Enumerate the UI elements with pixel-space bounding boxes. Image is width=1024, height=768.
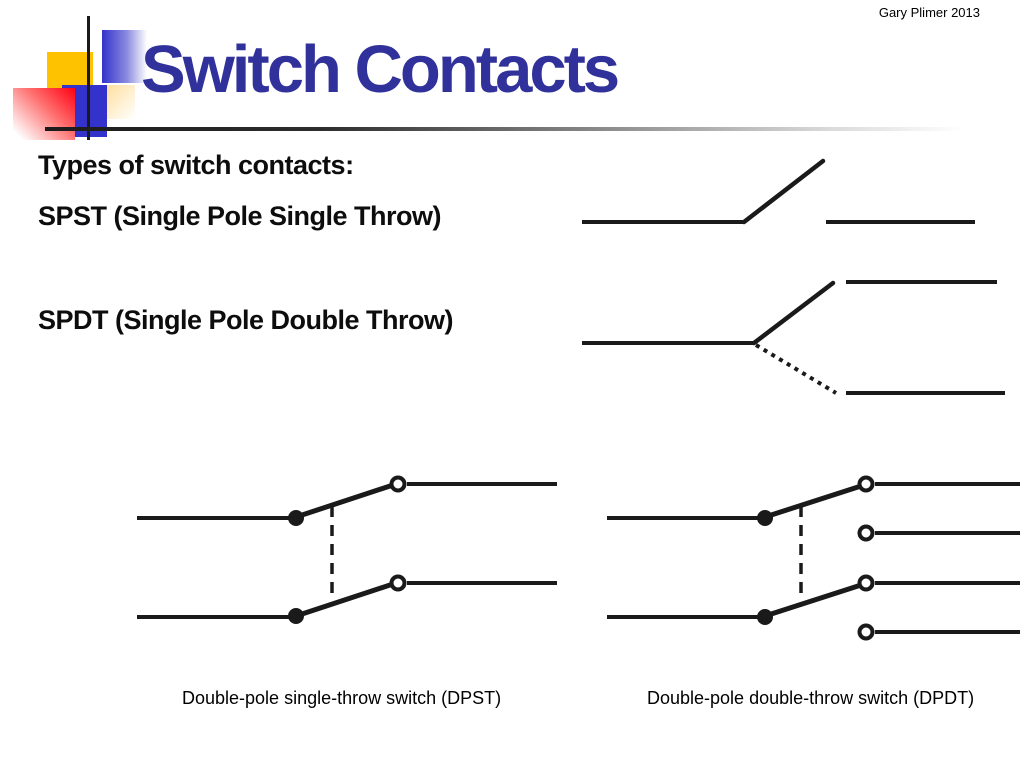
dpst-diagram xyxy=(137,475,557,624)
spdt-lever-closed xyxy=(751,280,836,346)
dpst-pole2-contact-circle xyxy=(389,574,407,592)
slide-title: Switch Contacts xyxy=(141,32,620,107)
spst-lever xyxy=(741,158,826,225)
dpst-caption: Double-pole single-throw switch (DPST) xyxy=(182,688,502,708)
spst-label: SPST (Single Pole Single Throw) xyxy=(38,201,442,231)
dpdt-contact4-circle xyxy=(857,623,875,641)
spdt-lever-open-dotted xyxy=(754,343,838,395)
dpst-pole1-pivot-dot xyxy=(288,510,304,526)
dpdt-contact2-circle xyxy=(857,524,875,542)
spdt-symbol xyxy=(582,280,1005,395)
dpdt-pole2-pivot-dot xyxy=(757,609,773,625)
dpst-pole2-pivot-dot xyxy=(288,608,304,624)
decor-red-gradient-square xyxy=(13,88,75,140)
dpdt-pole1-lever xyxy=(762,484,861,520)
title-divider-rule xyxy=(45,127,965,131)
dpdt-contact3-circle xyxy=(857,574,875,592)
dpdt-pole1-pivot-dot xyxy=(757,510,773,526)
dpdt-caption: Double-pole double-throw switch (DPDT) xyxy=(647,688,975,708)
intro-text: Types of switch contacts: xyxy=(38,150,354,180)
dpdt-pole2-lever xyxy=(762,583,861,619)
dpdt-contact1-circle xyxy=(857,475,875,493)
dpst-pole2-lever xyxy=(293,582,393,619)
attribution-text: Gary Plimer 2013 xyxy=(878,5,980,20)
spdt-label: SPDT (Single Pole Double Throw) xyxy=(38,305,454,335)
decor-blue-gradient-square xyxy=(102,30,147,83)
spst-symbol xyxy=(582,158,975,225)
dpst-pole1-lever xyxy=(293,483,393,520)
decor-vertical-line xyxy=(87,16,90,140)
decor-pale-yellow-square xyxy=(107,85,135,119)
dpst-pole1-contact-circle xyxy=(389,475,407,493)
dpdt-diagram xyxy=(607,475,1020,641)
